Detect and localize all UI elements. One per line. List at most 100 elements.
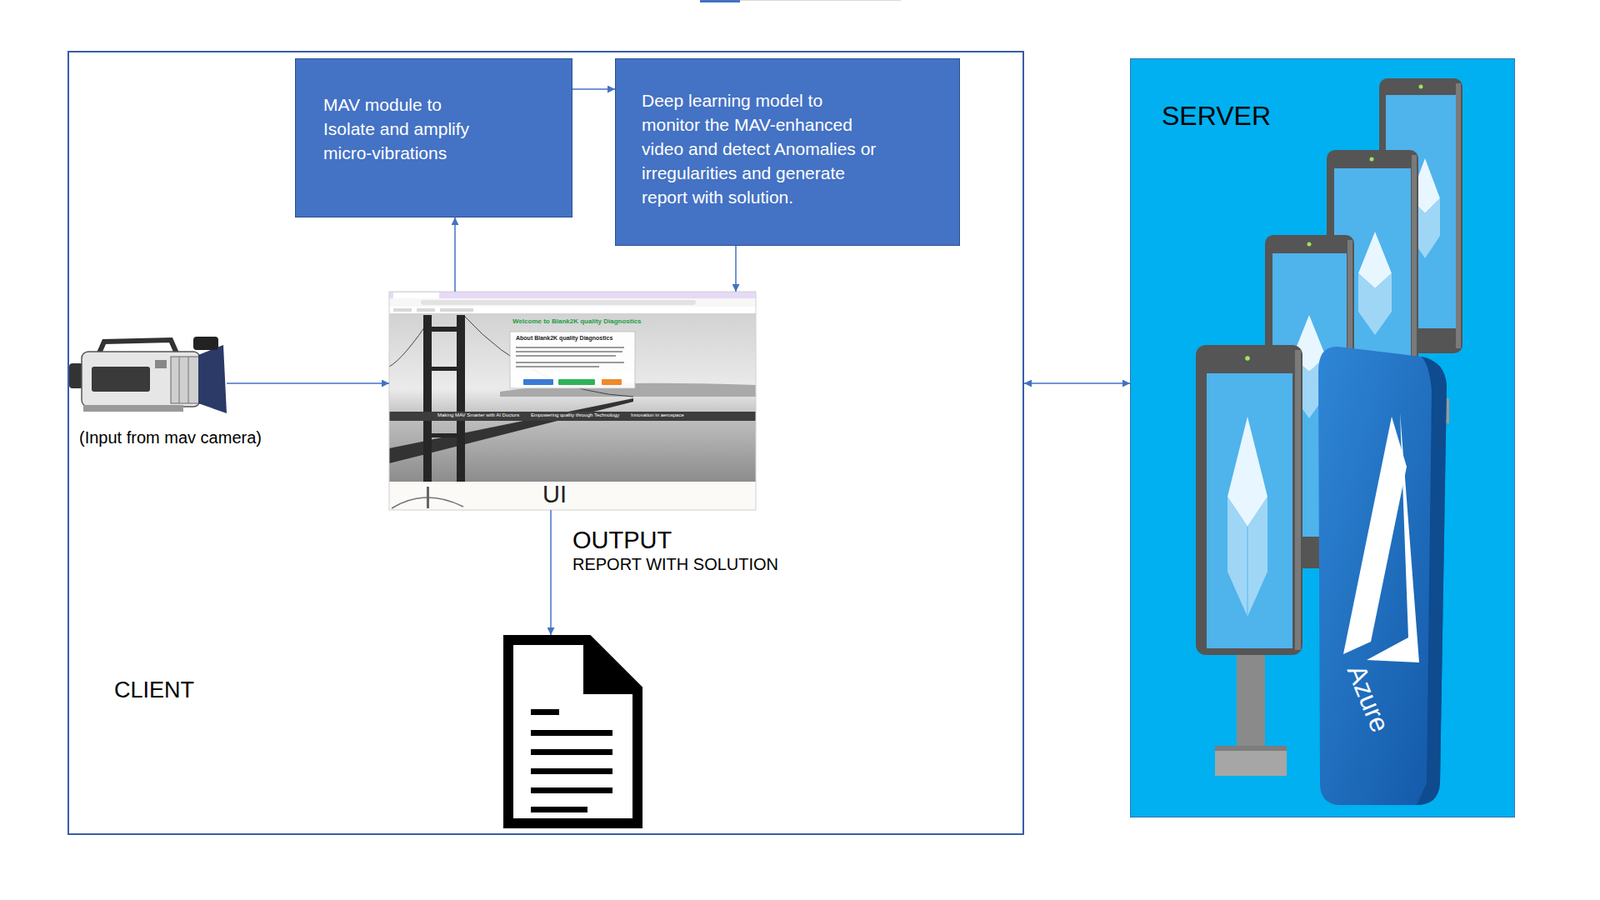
bridge-cable (465, 316, 634, 397)
node-label: SERVER (1161, 100, 1271, 132)
bridge-tower-leg (456, 315, 465, 482)
bridge-photo (389, 313, 756, 482)
connector-arrow (572, 88, 615, 90)
card-button (558, 379, 595, 385)
document-line (530, 787, 613, 794)
server-ground (1130, 58, 1515, 818)
monitor-stand-edge (1215, 745, 1287, 751)
vm-icon-edge (1246, 526, 1249, 617)
document-line (530, 730, 613, 736)
monitor-led (1419, 85, 1424, 90)
camera-panel (91, 366, 150, 392)
monitor-stand-neck (1236, 655, 1265, 749)
node-label: OUTPUT (572, 526, 672, 555)
card-text-line (515, 346, 625, 349)
footer-bridge-tower (426, 486, 430, 509)
camera-lens-hood (198, 345, 227, 414)
camera-lens-ring (179, 356, 180, 404)
document-node: OUTPUTREPORT WITH SOLUTION (503, 635, 643, 829)
browser-address-bar (389, 298, 756, 307)
bookmark-item (393, 308, 412, 312)
document-page (508, 640, 638, 824)
node-label: REPORT WITH SOLUTION (572, 555, 779, 575)
monitor-led (1307, 242, 1312, 247)
top-rule (740, 0, 901, 1)
connector-arrow (550, 510, 552, 635)
node-label: CLIENT (114, 677, 195, 704)
camera-illustration (69, 336, 227, 414)
camera-microphone (193, 336, 219, 350)
bridge-tower-bar (423, 433, 465, 438)
node-label: About Blank2K quality Diagnostics (515, 335, 613, 342)
screenshot-footer (389, 481, 756, 510)
screenshot-frame (389, 291, 756, 510)
card-button (523, 379, 554, 385)
card-text-line (515, 365, 600, 368)
bookmark-item (416, 308, 435, 312)
document-illustration (508, 636, 641, 824)
about-card (510, 331, 635, 389)
browser-url-field (420, 300, 696, 305)
browser-bookmarks-bar (389, 306, 756, 314)
monitor-bevel (1455, 83, 1461, 349)
top-accent-bar (700, 0, 740, 3)
document-line (530, 749, 613, 755)
monitor-frame (1195, 345, 1303, 655)
browser-tab (393, 292, 440, 299)
screenshot-ground (389, 291, 756, 510)
document-fold (583, 636, 641, 695)
camera-button (155, 360, 167, 369)
server-boundary: SERVER (1130, 58, 1515, 818)
azure-logo (1366, 412, 1420, 663)
connector-arrow (226, 382, 390, 385)
card-text-line (515, 361, 625, 364)
node-label: Innovation in aerospace (630, 412, 685, 419)
document-line (530, 768, 613, 775)
node-label: Empowering quality through Technology (530, 412, 620, 419)
azure-tile-side (1416, 356, 1447, 805)
camera-lens-ring (188, 356, 190, 404)
connector-arrow (735, 245, 737, 292)
node-label: Welcome to Blank2K quality Diagnostics (512, 317, 642, 325)
bridge-tower-leg (423, 315, 432, 482)
client-boundary: CLIENT MAV module to Isolate and amplify … (67, 50, 1025, 835)
vm-icon (1358, 273, 1392, 335)
connector-arrow (454, 217, 456, 292)
connector-arrow (1024, 382, 1130, 385)
vm-icon (1227, 496, 1268, 617)
process-box: Deep learning model to monitor the MAV-e… (615, 58, 960, 246)
monitor-led (1370, 157, 1375, 162)
node-label: UI (542, 482, 567, 507)
document-line (530, 709, 560, 715)
process-box: MAV module to Isolate and amplify micro-… (295, 58, 573, 218)
azure-tile (1318, 346, 1447, 805)
document-line (530, 806, 588, 813)
azure-logo (1343, 416, 1407, 655)
monitor-stand-base (1215, 745, 1287, 776)
bridge-tower-bar (423, 326, 465, 332)
card-text-line (515, 350, 623, 353)
card-text-line (515, 355, 616, 357)
logo-text: Azure (1340, 660, 1395, 737)
ui-screenshot-illustration (389, 291, 756, 510)
node-label: Making MAV Smarter with AI Doctors (437, 412, 520, 419)
photo-caption-strip (389, 411, 756, 421)
camera-base (83, 405, 184, 412)
camera-body (81, 351, 200, 407)
node-text: Deep learning model to monitor the MAV-e… (641, 89, 884, 210)
bridge-tower-bar (423, 366, 465, 371)
ui-screenshot: Welcome to Blank2K quality DiagnosticsAb… (389, 291, 756, 510)
server-illustration (1195, 78, 1463, 805)
camera-lens-barrel (170, 356, 201, 404)
node-label: (Input from mav camera) (79, 428, 262, 448)
monitor-led (1245, 355, 1250, 361)
camera-node: (Input from mav camera) (69, 336, 227, 414)
card-button (601, 379, 622, 385)
browser-tab-bar (389, 291, 756, 299)
node-text: MAV module to Isolate and amplify micro-… (323, 93, 490, 166)
monitor-bevel (1295, 350, 1301, 650)
monitor-screen (1206, 373, 1293, 649)
bookmark-item (440, 308, 474, 312)
